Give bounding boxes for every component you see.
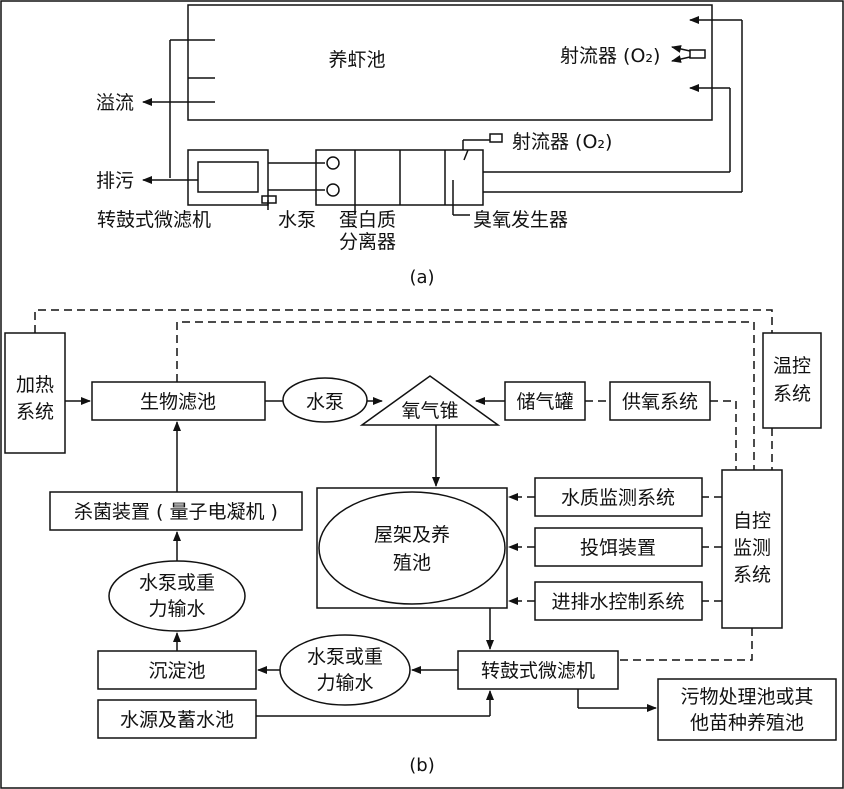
house-label-2: 殖池 bbox=[393, 552, 431, 574]
skimmer-label-1: 蛋白质 bbox=[339, 209, 396, 231]
water-quality-label: 水质监测系统 bbox=[561, 487, 675, 509]
waste-box bbox=[657, 678, 837, 741]
sterilizer-box bbox=[49, 491, 303, 531]
jet-top-out-1 bbox=[671, 45, 691, 53]
pumpgrav-left-label-2: 力输水 bbox=[148, 598, 205, 620]
jet-bottom-tick bbox=[463, 149, 469, 161]
pump-ellipse bbox=[282, 377, 368, 423]
overflow-label: 溢流 bbox=[96, 92, 134, 114]
heating-label-2: 系统 bbox=[16, 401, 54, 423]
pumpgrav-mid-label-2: 力输水 bbox=[316, 672, 373, 694]
pump-b-label: 水泵 bbox=[306, 391, 344, 413]
auto-label-2: 监测 bbox=[733, 537, 771, 559]
dash-monitor-drum bbox=[618, 628, 753, 661]
house-box bbox=[316, 487, 508, 609]
dash-supply-monitor bbox=[710, 400, 737, 470]
temp-label-2: 系统 bbox=[773, 383, 811, 405]
temp-control-box bbox=[762, 332, 822, 429]
oxygen-supply-label: 供氧系统 bbox=[622, 391, 698, 413]
dash-heating-temp bbox=[34, 309, 773, 333]
drum-filter-screen bbox=[197, 161, 259, 193]
temp-label-1: 温控 bbox=[773, 355, 811, 377]
water-source-label: 水源及蓄水池 bbox=[120, 709, 234, 731]
oxygen-cone-shape bbox=[359, 375, 501, 426]
skimmer-label-2: 分离器 bbox=[339, 231, 396, 253]
drain-label: 排污 bbox=[96, 170, 134, 192]
pumpgrav-mid-label-1: 水泵或重 bbox=[307, 646, 383, 668]
pumpgrav-left-label-1: 水泵或重 bbox=[139, 572, 215, 594]
pump-label: 水泵 bbox=[278, 209, 316, 231]
drum-filter-label: 转鼓式微滤机 bbox=[97, 209, 211, 231]
skimmer-port-top bbox=[326, 156, 340, 170]
inout-control-label: 进排水控制系统 bbox=[551, 591, 684, 613]
tank-label: 养虾池 bbox=[328, 49, 385, 71]
house-ellipse bbox=[318, 491, 506, 605]
caption-a: (a) bbox=[409, 267, 434, 288]
gas-tank-label: 储气罐 bbox=[516, 391, 573, 413]
feeder-label: 投饵装置 bbox=[580, 537, 656, 559]
jet-top-label: 射流器 (O₂) bbox=[560, 45, 660, 67]
shrimp-tank bbox=[187, 4, 713, 121]
waste-label-2: 他苗种养殖池 bbox=[690, 712, 804, 734]
skimmer-port-bottom bbox=[326, 183, 340, 197]
oxygen-cone-label: 氧气锥 bbox=[401, 400, 458, 422]
house-label-1: 屋架及养 bbox=[374, 524, 450, 546]
sterilizer-label: 杀菌装置 ( 量子电凝机 ) bbox=[74, 501, 278, 523]
caption-b: (b) bbox=[409, 755, 434, 776]
jet-bottom-label: 射流器 (O₂) bbox=[512, 131, 612, 153]
settling-label: 沉淀池 bbox=[148, 660, 205, 682]
ozone-label: 臭氧发生器 bbox=[473, 209, 568, 231]
waste-label-1: 污物处理池或其 bbox=[680, 686, 813, 708]
water-source-box bbox=[97, 699, 257, 739]
drum-filter-box bbox=[187, 149, 269, 206]
drum-filter-b-label: 转鼓式微滤机 bbox=[481, 660, 595, 682]
pump-symbol bbox=[261, 195, 277, 204]
auto-label-1: 自控 bbox=[733, 510, 771, 532]
jet-top-nozzle bbox=[689, 49, 706, 59]
auto-label-3: 系统 bbox=[733, 564, 771, 586]
heating-label-1: 加热 bbox=[16, 374, 54, 396]
jet-bottom-nozzle bbox=[489, 133, 503, 143]
biofilter-label: 生物滤池 bbox=[140, 391, 216, 413]
dash-biofilter-monitor bbox=[176, 321, 755, 470]
jet-top-out-2 bbox=[671, 55, 691, 63]
